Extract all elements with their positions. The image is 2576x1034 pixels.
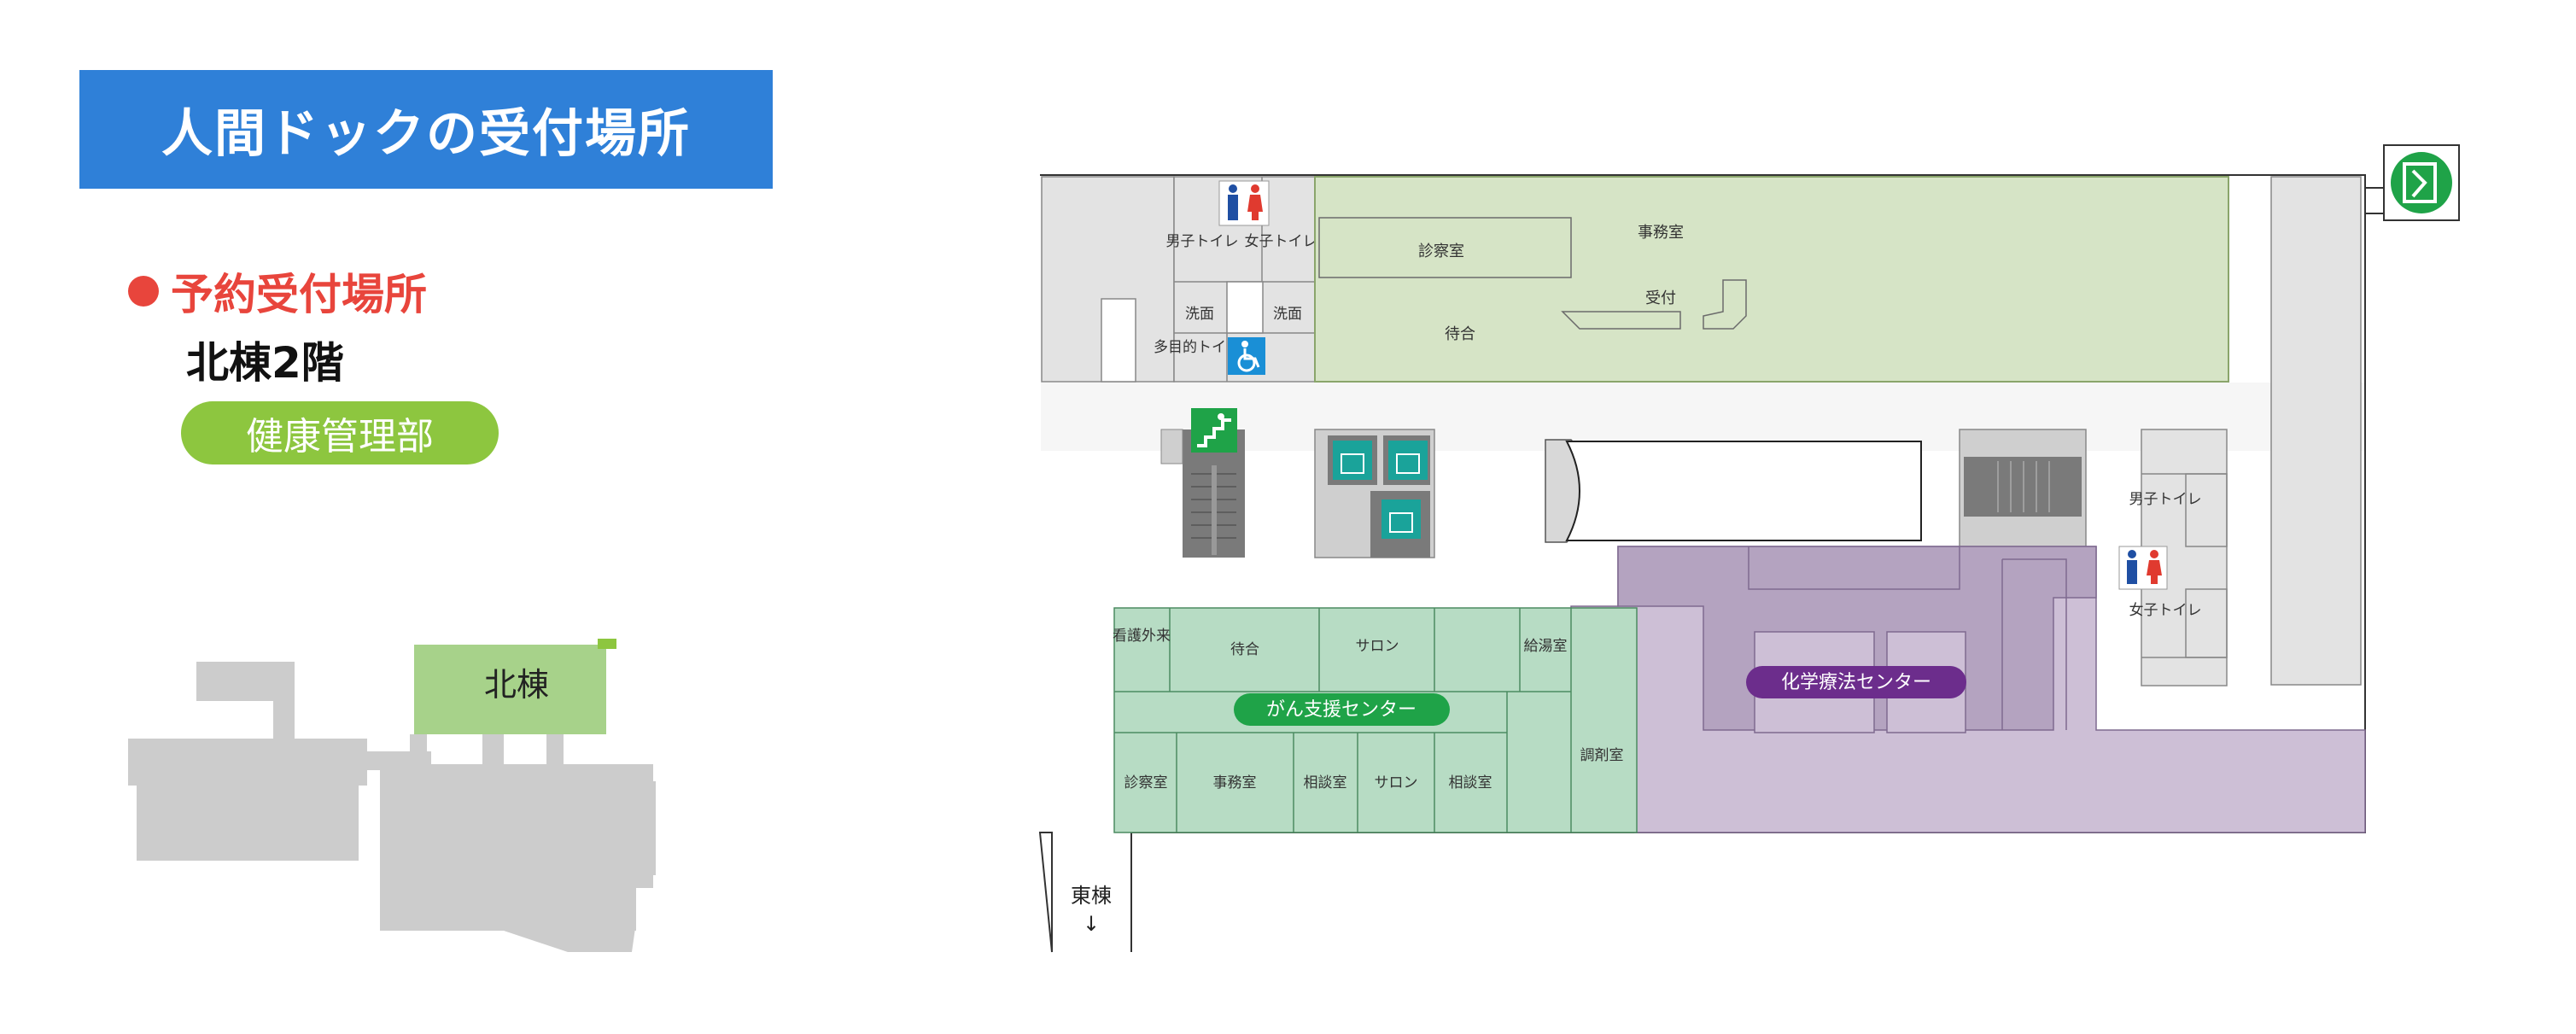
overview-map: 北棟 <box>128 639 656 952</box>
marker-dot-icon <box>128 276 159 307</box>
multi-toilet-label: 多目的トイレ <box>1154 339 1241 356</box>
notch <box>1101 298 1136 383</box>
cancer-waiting-label: 待合 <box>1230 641 1259 658</box>
right-gray-block <box>2270 176 2362 686</box>
washroom-label-left: 洗面 <box>1185 306 1214 323</box>
east-building-label: 東棟 <box>1071 884 1112 908</box>
chemo-center-label: 化学療法センター <box>1781 672 1931 693</box>
reception-counter <box>1561 279 1747 330</box>
washroom-label-right: 洗面 <box>1273 306 1302 323</box>
cancer-center-label: がん支援センター <box>1266 699 1417 721</box>
floor-text: 北棟2階 <box>186 338 344 388</box>
stairs-right <box>1959 429 2087 554</box>
cancer-center-badge: がん支援センター <box>1234 693 1450 726</box>
dispensary-label: 調剤室 <box>1580 747 1624 764</box>
reservation-label: 予約受付場所 <box>128 260 427 322</box>
right-mens-toilet-label: 男子トイレ <box>2129 491 2202 508</box>
office-label: 事務室 <box>1638 224 1684 242</box>
chemo-center-badge: 化学療法センター <box>1746 666 1966 698</box>
right-womens-toilet-label: 女子トイレ <box>2129 602 2202 619</box>
waiting-label: 待合 <box>1445 325 1475 343</box>
mens-toilet-label: 男子トイレ <box>1166 233 1239 250</box>
nursing-clinic-label: 看護外来 <box>1113 628 1171 645</box>
exam-room-label: 診察室 <box>1418 242 1464 260</box>
atrium-block <box>1565 441 1922 541</box>
north-building-annex <box>598 639 616 649</box>
north-building-label: 北棟 <box>484 666 549 704</box>
salon-label-top: サロン <box>1356 638 1399 655</box>
emergency-stairs-icon <box>1191 408 1237 453</box>
exam-room-outline <box>1318 217 1572 278</box>
cancer-exam-room-label: 診察室 <box>1124 774 1168 792</box>
salon-label-bottom: サロン <box>1375 774 1418 792</box>
womens-toilet-label: 女子トイレ <box>1245 233 1317 250</box>
exit-icon <box>2364 144 2460 221</box>
consult-room-label-1: 相談室 <box>1304 774 1347 792</box>
health-management-area <box>1314 176 2229 383</box>
department-badge: 健康管理部 <box>181 401 499 464</box>
page-title: 人間ドックの受付場所 <box>79 70 773 189</box>
restroom-icon <box>1218 180 1270 226</box>
down-arrow-icon: ↓ <box>1083 912 1100 936</box>
elevator-icon <box>1333 441 1428 539</box>
reservation-label-text: 予約受付場所 <box>171 270 427 319</box>
chemotherapy-area <box>1570 546 2366 833</box>
restroom-icon-right <box>2118 546 2168 590</box>
cancer-office-label: 事務室 <box>1213 774 1257 792</box>
campus-buildings <box>128 662 656 952</box>
kitchenette-label: 給湯室 <box>1524 638 1568 655</box>
reception-label: 受付 <box>1645 289 1676 307</box>
wheelchair-icon <box>1228 337 1265 375</box>
consult-room-label-2: 相談室 <box>1449 774 1492 792</box>
north-building <box>414 645 606 734</box>
